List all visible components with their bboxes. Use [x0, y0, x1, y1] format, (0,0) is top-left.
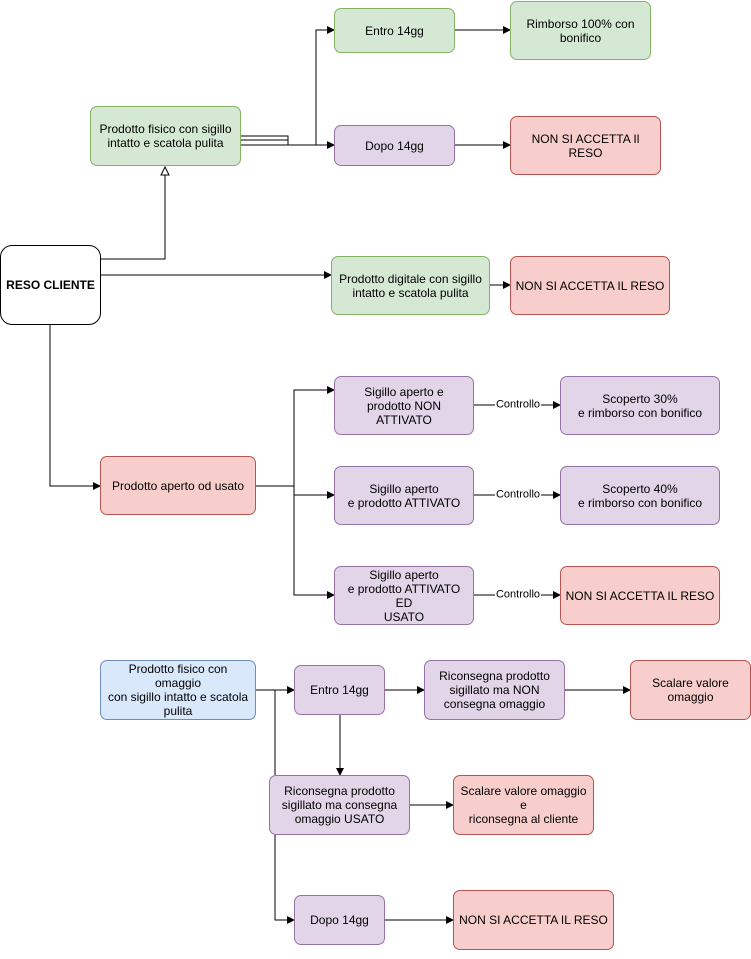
edge-fisico-stub: [240, 135, 289, 145]
node-prodotto-aperto: Prodotto aperto od usato: [100, 456, 256, 515]
node-prodotto-omaggio: Prodotto fisico con omaggio con sigillo …: [100, 660, 256, 720]
node-dopo-14gg-1: Dopo 14gg: [334, 125, 455, 166]
edge-aperto-to-sig-att-usato: [293, 486, 335, 599]
edge-aperto-to-sig-non-att: [255, 386, 335, 487]
node-sigillo-attivato-usato: Sigillo aperto e prodotto ATTIVATO ED US…: [334, 566, 474, 625]
node-entro-14gg-2: Entro 14gg: [294, 665, 385, 715]
edge-omaggio-to-dopo2: [274, 835, 295, 924]
node-non-si-accetta-2: NON SI ACCETTA IL RESO: [510, 256, 670, 315]
edge-reso-to-fisico: [100, 167, 165, 260]
node-scalare-valore-2: Scalare valore omaggio e riconsegna al c…: [453, 775, 594, 835]
edge-fisico-to-entro1: [240, 26, 335, 146]
node-scalare-valore-1: Scalare valore omaggio: [630, 660, 751, 720]
node-entro-14gg-1: Entro 14gg: [334, 8, 455, 53]
node-prodotto-digitale: Prodotto digitale con sigillo intatto e …: [331, 256, 490, 315]
node-sigillo-non-attivato: Sigillo aperto e prodotto NON ATTIVATO: [334, 376, 474, 435]
node-rimborso-100: Rimborso 100% con bonifico: [510, 1, 651, 60]
node-non-si-accetta-3: NON SI ACCETTA IL RESO: [560, 566, 720, 625]
node-riconsegna-omaggio-usato: Riconsegna prodotto sigillato ma consegn…: [269, 775, 410, 835]
node-prodotto-fisico: Prodotto fisico con sigillo intatto e sc…: [90, 106, 241, 166]
node-non-si-accetta-1: NON SI ACCETTA Il RESO: [510, 116, 661, 175]
node-scoperto-30: Scoperto 30% e rimborso con bonifico: [560, 376, 720, 435]
node-dopo-14gg-2: Dopo 14gg: [294, 895, 385, 945]
node-scoperto-40: Scoperto 40% e rimborso con bonifico: [560, 466, 720, 525]
edge-label-controllo-1: Controllo: [494, 398, 542, 412]
node-sigillo-attivato: Sigillo aperto e prodotto ATTIVATO: [334, 466, 474, 525]
node-reso-cliente: RESO CLIENTE: [0, 245, 101, 325]
edge-reso-to-aperto: [49, 325, 101, 490]
node-riconsegna-non-omaggio: Riconsegna prodotto sigillato ma NON con…: [424, 660, 565, 720]
node-non-si-accetta-4: NON SI ACCETTA IL RESO: [453, 890, 614, 950]
edge-label-controllo-3: Controllo: [494, 588, 542, 602]
edge-label-controllo-2: Controllo: [494, 488, 542, 502]
